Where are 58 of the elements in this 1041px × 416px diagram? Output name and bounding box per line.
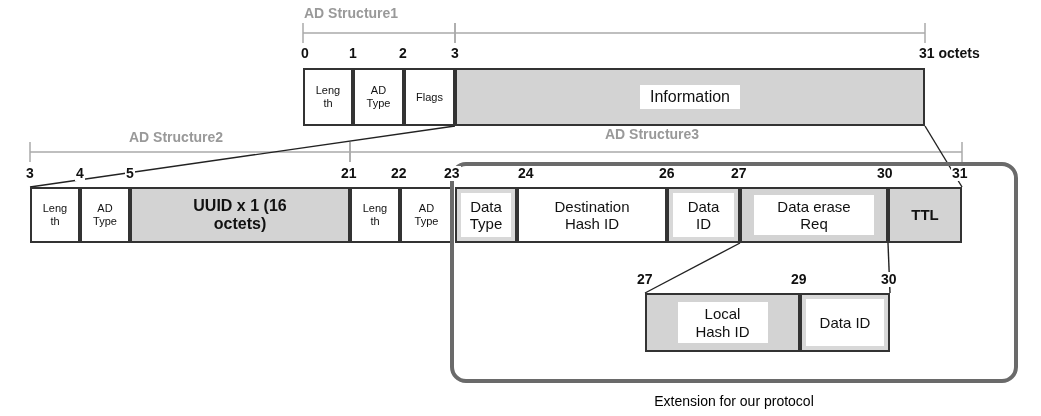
structure-label: AD Structure3 bbox=[604, 127, 701, 142]
field-label: Information bbox=[639, 84, 740, 110]
field-label: Data ID bbox=[686, 196, 721, 234]
field-box bbox=[400, 187, 453, 243]
field-box bbox=[455, 68, 925, 126]
octet-number: 2 bbox=[398, 46, 408, 61]
structure-label: AD Structure1 bbox=[303, 6, 400, 21]
field-label: Flags bbox=[415, 89, 444, 105]
octet-number: 31 octets bbox=[918, 46, 981, 61]
octet-number: 1 bbox=[348, 46, 358, 61]
octet-number: 30 bbox=[876, 166, 894, 181]
field-box bbox=[303, 68, 353, 126]
octet-number: 4 bbox=[75, 166, 85, 181]
field-label: Data Type bbox=[468, 196, 504, 234]
octet-number: 27 bbox=[636, 272, 654, 287]
field-label: AD Type bbox=[413, 201, 440, 229]
field-box bbox=[800, 293, 890, 352]
octet-number: 24 bbox=[517, 166, 535, 181]
field-box bbox=[30, 187, 80, 243]
octet-number: 21 bbox=[340, 166, 358, 181]
field-box bbox=[888, 187, 962, 243]
field-box bbox=[667, 187, 740, 243]
octet-number: 26 bbox=[658, 166, 676, 181]
field-label: Data ID bbox=[818, 312, 872, 333]
octet-number: 23 bbox=[443, 166, 461, 181]
field-label: AD Type bbox=[92, 201, 118, 229]
field-label: Local Hash ID bbox=[677, 302, 768, 343]
field-label: Data erase Req bbox=[754, 194, 874, 236]
octet-number: 0 bbox=[300, 46, 310, 61]
field-box bbox=[353, 68, 404, 126]
field-label: TTL bbox=[910, 205, 940, 225]
zoom-line bbox=[924, 125, 963, 188]
octet-number: 3 bbox=[450, 46, 460, 61]
field-box bbox=[80, 187, 130, 243]
octet-number: 30 bbox=[880, 272, 898, 287]
caption-text: Extension for our protocol bbox=[653, 393, 815, 409]
octet-number: 31 bbox=[951, 166, 969, 181]
zoom-line bbox=[29, 125, 456, 188]
octet-number: 5 bbox=[125, 166, 135, 181]
field-box bbox=[517, 187, 667, 243]
field-box bbox=[645, 293, 800, 352]
field-box bbox=[350, 187, 400, 243]
octet-number: 27 bbox=[730, 166, 748, 181]
octet-number: 22 bbox=[390, 166, 408, 181]
field-label: AD Type bbox=[365, 83, 392, 111]
field-box bbox=[455, 187, 517, 243]
field-box bbox=[740, 187, 888, 243]
octet-number: 3 bbox=[25, 166, 35, 181]
field-label: Leng th bbox=[314, 83, 342, 111]
octet-number: 29 bbox=[790, 272, 808, 287]
field-label: UUID x 1 (16 octets) bbox=[192, 195, 288, 234]
field-box bbox=[404, 68, 455, 126]
field-label: Destination Hash ID bbox=[553, 196, 631, 234]
field-label: Leng th bbox=[361, 201, 389, 229]
structure-label: AD Structure2 bbox=[128, 130, 225, 145]
field-label: Leng th bbox=[41, 201, 69, 229]
zoom-line bbox=[644, 242, 741, 294]
field-box bbox=[130, 187, 350, 243]
